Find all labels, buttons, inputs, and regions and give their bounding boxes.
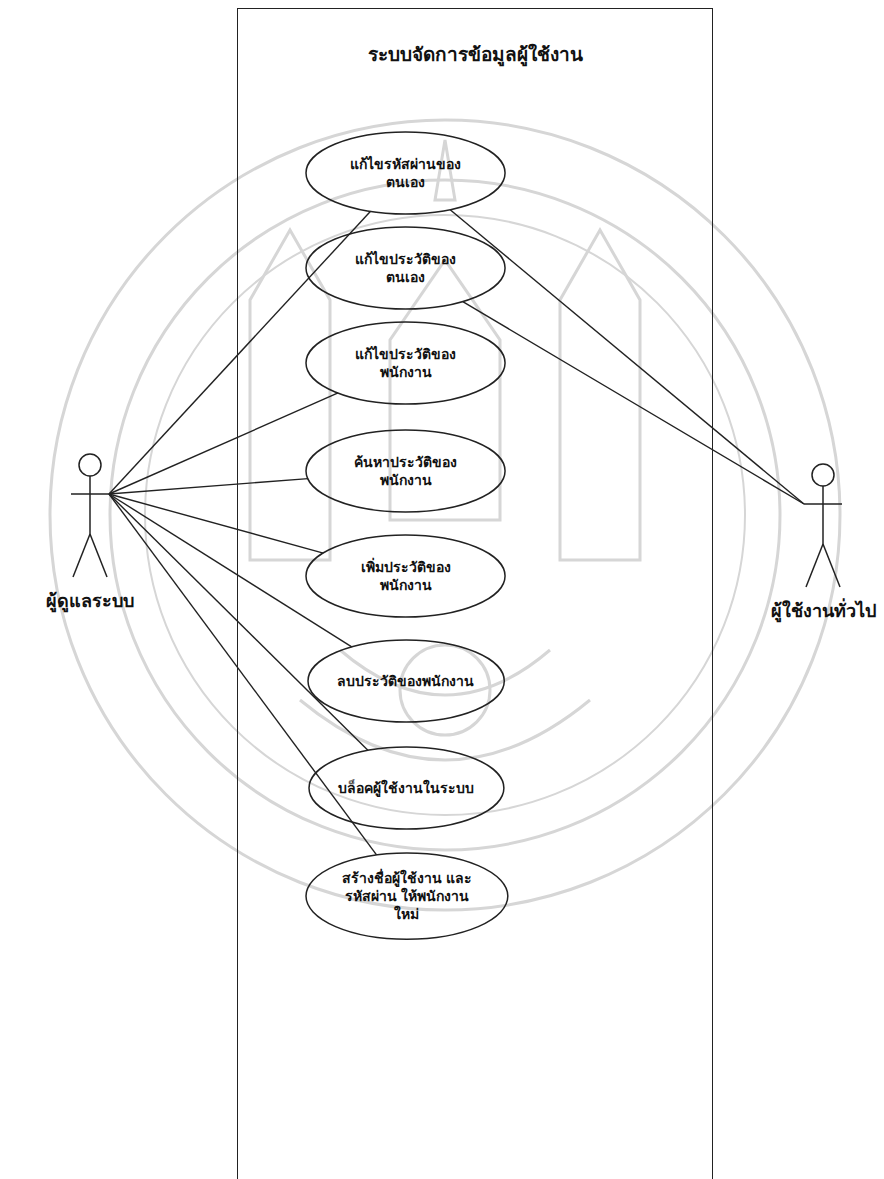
- ellipse-outline: [305, 429, 506, 513]
- actor-name: ผู้ดูแลระบบ: [25, 586, 155, 615]
- use-case-ellipse: สร้างชื่อผู้ใช้งาน และ รหัสผ่าน ให้พนักง…: [305, 852, 509, 940]
- association-line: [109, 494, 377, 855]
- association-line: [450, 210, 804, 504]
- stick-figure: [801, 462, 845, 590]
- association-line: [109, 494, 368, 750]
- association-line: [109, 211, 371, 494]
- use-case-ellipse: ค้นหาประวัติของพนักงาน: [305, 429, 506, 513]
- use-case-ellipse: แก้ไขรหัสผ่านของตนเอง: [305, 131, 506, 215]
- use-case-ellipse: ลบประวัติของพนักงาน: [307, 639, 505, 723]
- use-case-ellipse: เพิ่มประวัติของพนักงาน: [305, 534, 506, 618]
- use-case-label: แก้ไขประวัติของตนเอง: [336, 250, 475, 286]
- actor-name: ผู้ใช้งานทั่วไป: [768, 596, 878, 625]
- actor-figure: ผู้ใช้งานทั่วไป: [768, 462, 878, 625]
- use-case-label: สร้างชื่อผู้ใช้งาน และ รหัสผ่าน ให้พนักง…: [336, 869, 477, 924]
- ellipse-shape: [306, 853, 508, 939]
- association-line: [109, 479, 308, 494]
- use-case-ellipse: แก้ไขประวัติของตนเอง: [305, 226, 506, 310]
- ellipse-shape: [306, 322, 505, 404]
- stick-figure: [68, 452, 112, 580]
- association-line: [109, 494, 323, 553]
- association-line: [109, 494, 352, 647]
- association-line: [463, 302, 804, 504]
- ellipse-outline: [305, 131, 506, 215]
- ellipse-shape: [309, 747, 504, 829]
- system-boundary: ระบบจัดการข้อมูลผู้ใช้งานแก้ไขรหัสผ่านขอ…: [237, 8, 713, 1179]
- ellipse-outline: [305, 534, 506, 618]
- ellipse-shape: [306, 430, 505, 512]
- ellipse-shape: [306, 227, 505, 309]
- use-case-label: ค้นหาประวัติของพนักงาน: [336, 453, 475, 489]
- use-case-ellipse: บล็อคผู้ใช้งานในระบบ: [308, 746, 505, 830]
- association-line: [109, 393, 338, 494]
- actor-figure: ผู้ดูแลระบบ: [25, 452, 155, 615]
- system-title: ระบบจัดการข้อมูลผู้ใช้งาน: [238, 39, 712, 69]
- use-case-label: แก้ไขรหัสผ่านของตนเอง: [336, 155, 475, 191]
- ellipse-outline: [305, 226, 506, 310]
- ellipse-outline: [305, 321, 506, 405]
- use-case-label: แก้ไขประวัติของพนักงาน: [336, 345, 475, 381]
- ellipse-shape: [306, 132, 505, 214]
- ellipse-shape: [306, 535, 505, 617]
- ellipse-shape: [308, 640, 504, 722]
- use-case-label: ลบประวัติของพนักงาน: [337, 672, 474, 690]
- use-case-label: บล็อคผู้ใช้งานในระบบ: [338, 779, 474, 797]
- use-case-label: เพิ่มประวัติของพนักงาน: [336, 558, 475, 594]
- use-case-ellipse: แก้ไขประวัติของพนักงาน: [305, 321, 506, 405]
